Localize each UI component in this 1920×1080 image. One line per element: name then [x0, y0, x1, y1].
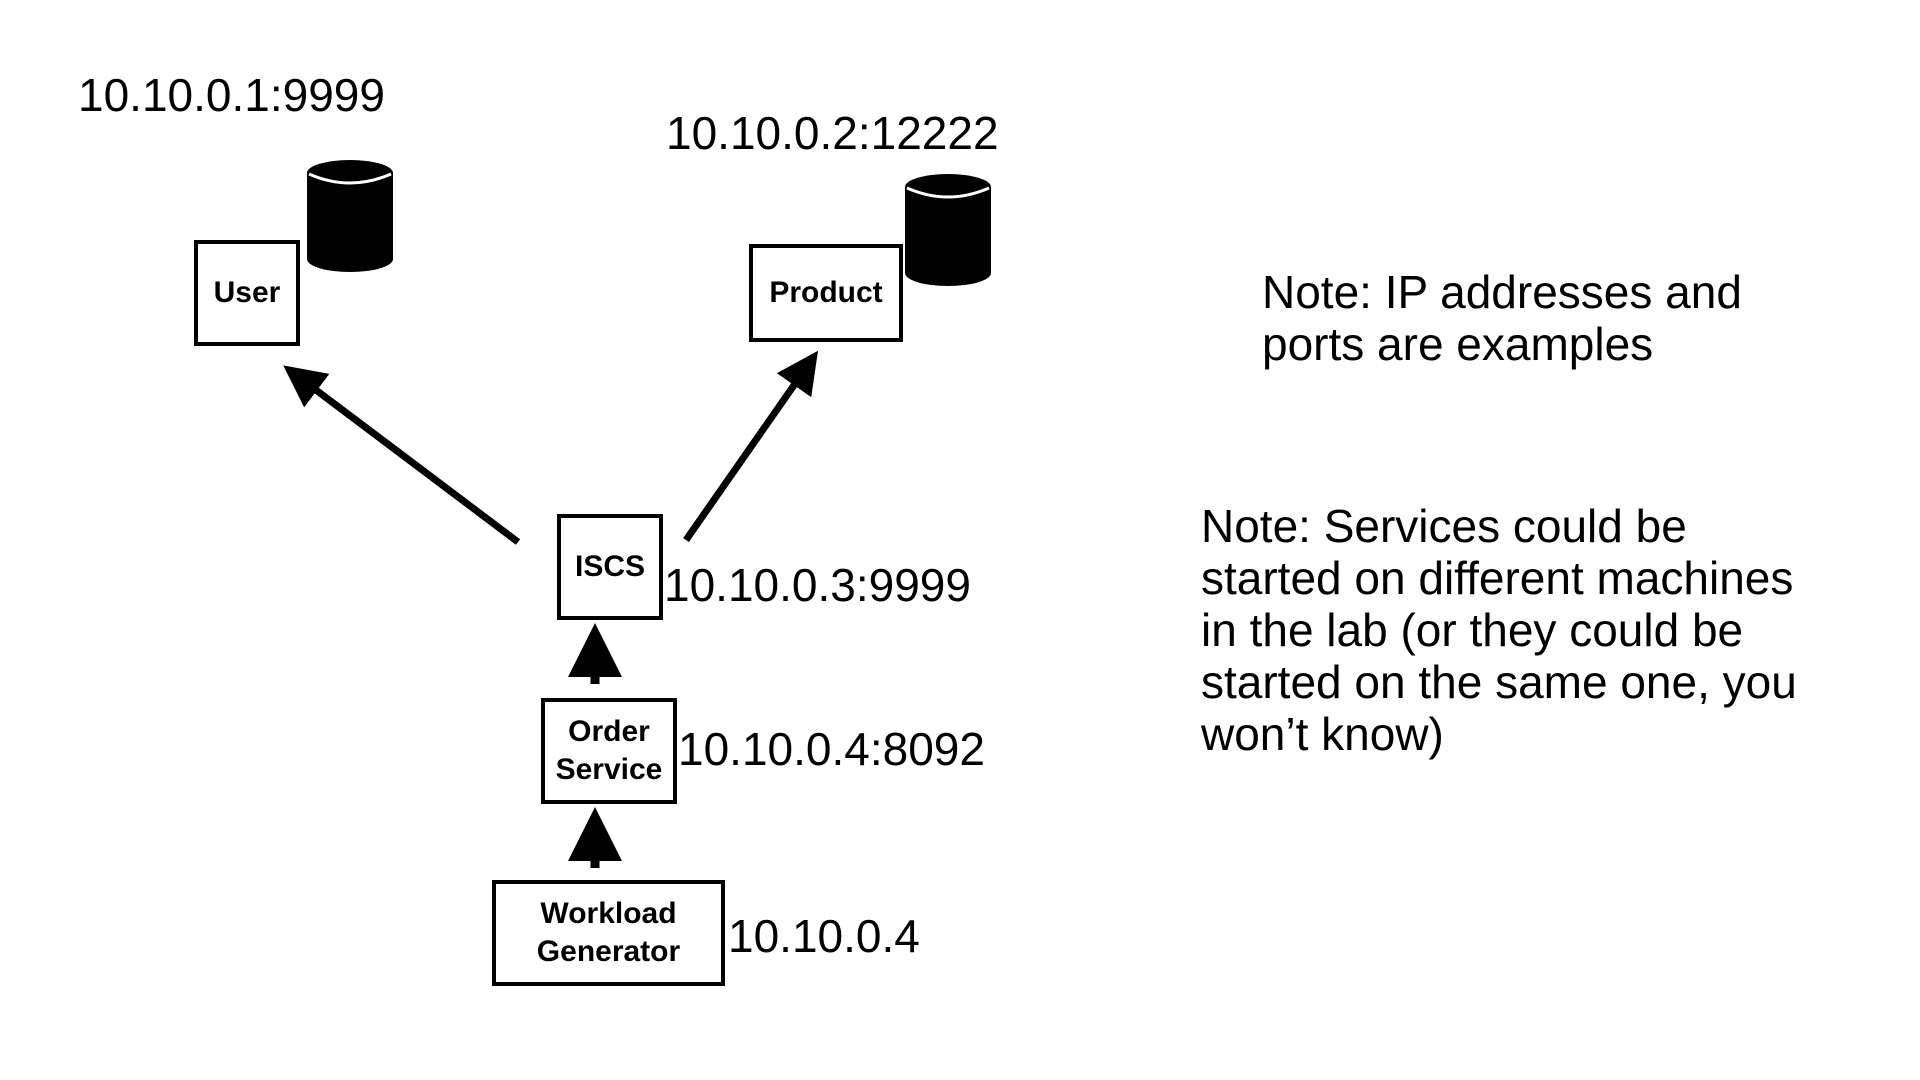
product-service-box: Product — [749, 244, 903, 342]
note-services-line: started on different machines — [1201, 552, 1794, 604]
iscs-service-label: ISCS — [574, 550, 646, 583]
order-service-box: Order Service — [541, 698, 677, 804]
user-service-label: User — [213, 276, 281, 309]
product-address-label: 10.10.0.2:12222 — [666, 107, 999, 159]
product-database-icon — [905, 174, 991, 286]
iscs-address-label: 10.10.0.3:9999 — [664, 559, 971, 611]
workload-generator-box: Workload Generator — [492, 880, 725, 986]
user-service-box: User — [194, 240, 300, 346]
workload-generator-label-line2: Generator — [536, 935, 681, 968]
workload-generator-label-line1: Workload — [540, 897, 677, 930]
order-service-label-line1: Order — [568, 715, 650, 748]
iscs-service-box: ISCS — [557, 514, 663, 620]
user-address-label: 10.10.0.1:9999 — [78, 69, 385, 121]
note-services-line: started on the same one, you — [1201, 656, 1797, 708]
workload-generator-address-label: 10.10.0.4 — [728, 910, 920, 962]
note-services-line: won’t know) — [1201, 708, 1444, 760]
note-ip-ports-line: Note: IP addresses and — [1262, 266, 1742, 318]
user-database-icon — [307, 160, 393, 272]
note-ip-ports: Note: IP addresses and ports are example… — [1262, 266, 1742, 370]
note-services-line: Note: Services could be — [1201, 500, 1687, 552]
order-service-address-label: 10.10.0.4:8092 — [678, 723, 985, 775]
product-service-label: Product — [769, 276, 883, 309]
note-ip-ports-line: ports are examples — [1262, 318, 1654, 370]
arrow-iscs-to-user — [283, 365, 521, 545]
arrow-iscs-to-product — [683, 350, 819, 543]
note-services: Note: Services could be started on diffe… — [1201, 500, 1797, 760]
note-services-line: in the lab (or they could be — [1201, 604, 1744, 656]
order-service-label-line2: Service — [555, 753, 663, 786]
